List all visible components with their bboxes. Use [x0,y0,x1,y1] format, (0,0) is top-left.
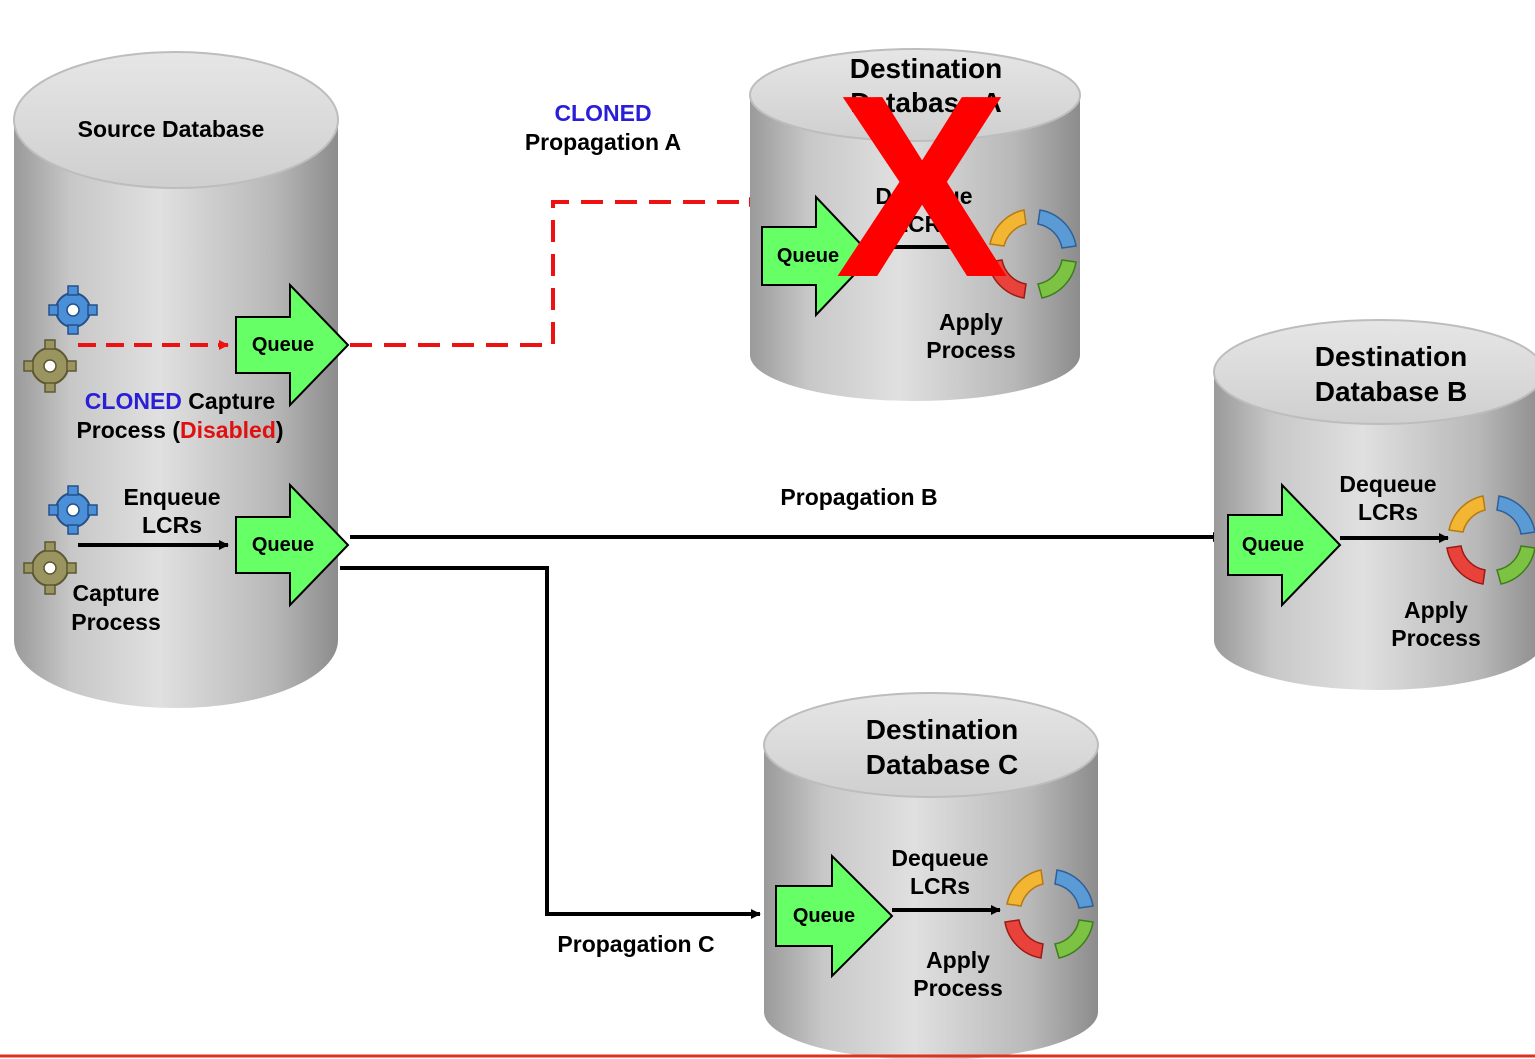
dest-b-queue [1227,482,1342,608]
propagation-a-line [350,197,759,347]
dest-a-queue-label: Queue [777,245,839,267]
source-cloned-queue: Queue [235,282,350,408]
dest-b-title-line1: Destination [1315,341,1467,372]
dest-c-apply-cycle-icon [1004,869,1094,959]
process-word: Process ( [76,417,180,443]
dest-a-apply-line1: Apply [939,309,1003,335]
failed-x-mark: X [835,42,1010,332]
capture-process-label-line2: Process [71,609,161,635]
dest-b-title-line2: Database B [1315,376,1468,407]
source-cloned-queue-label: Queue [252,334,314,356]
dest-c-apply-line1: Apply [926,947,990,973]
dest-b-dequeue-line2: LCRs [1358,499,1418,525]
cloned-capture-word: Capture [182,388,275,414]
enqueue-label-line1: Enqueue [123,484,220,510]
propagation-c-label: Propagation C [557,931,714,957]
cloned-tag: CLONED [85,388,182,414]
propagation-c-line [340,566,761,919]
propagation-b-label: Propagation B [780,484,937,510]
cloned-capture-gear-icon [23,285,98,393]
dest-c-apply-line2: Process [913,975,1003,1001]
dest-c-dequeue-line1: Dequeue [891,845,988,871]
dest-a-dequeue-line1: Dequeue [875,183,972,209]
dest-b-apply-line2: Process [1391,625,1481,651]
capture-gear-icon [23,485,98,595]
dest-b-queue-label: Queue [1242,534,1304,556]
dest-a-queue [761,194,874,318]
destination-database-b: Destination Database B Queue Dequeue LCR… [1213,319,1535,690]
disabled-status: Disabled [180,417,276,443]
dest-a-dequeue-line2: LCRs [894,211,954,237]
propagation-a-label: Propagation A [525,129,681,155]
closing-paren: ) [276,417,284,443]
dest-c-title-line2: Database C [866,749,1019,780]
dest-c-title-line1: Destination [866,714,1018,745]
dest-b-apply-line1: Apply [1404,597,1468,623]
source-queue: Queue [235,482,350,608]
propagation-a-cloned-tag: CLONED [554,100,651,126]
dest-c-dequeue-line2: LCRs [910,873,970,899]
dest-a-apply-line2: Process [926,337,1016,363]
dest-a-title-line2: Database A [850,87,1001,118]
source-database-title: Source Database [78,116,265,142]
dest-c-queue [775,853,894,979]
destination-database-c: Destination Database C Queue Dequeue LCR… [763,692,1099,1059]
dest-b-dequeue-line1: Dequeue [1339,471,1436,497]
source-queue-label: Queue [252,534,314,556]
destination-database-a: Destination Database A Queue Dequeue LCR… [749,48,1081,401]
enqueue-label-line2: LCRs [142,512,202,538]
cloned-capture-label-line2: Process (Disabled) [76,417,283,443]
dest-a-apply-cycle-icon [987,209,1077,299]
dest-a-title-line1: Destination [850,53,1002,84]
dest-b-apply-cycle-icon [1446,495,1535,585]
dest-c-queue-label: Queue [793,905,855,927]
capture-process-label-line1: Capture [73,580,160,606]
cloned-capture-label-line1: CLONED Capture [85,388,275,414]
